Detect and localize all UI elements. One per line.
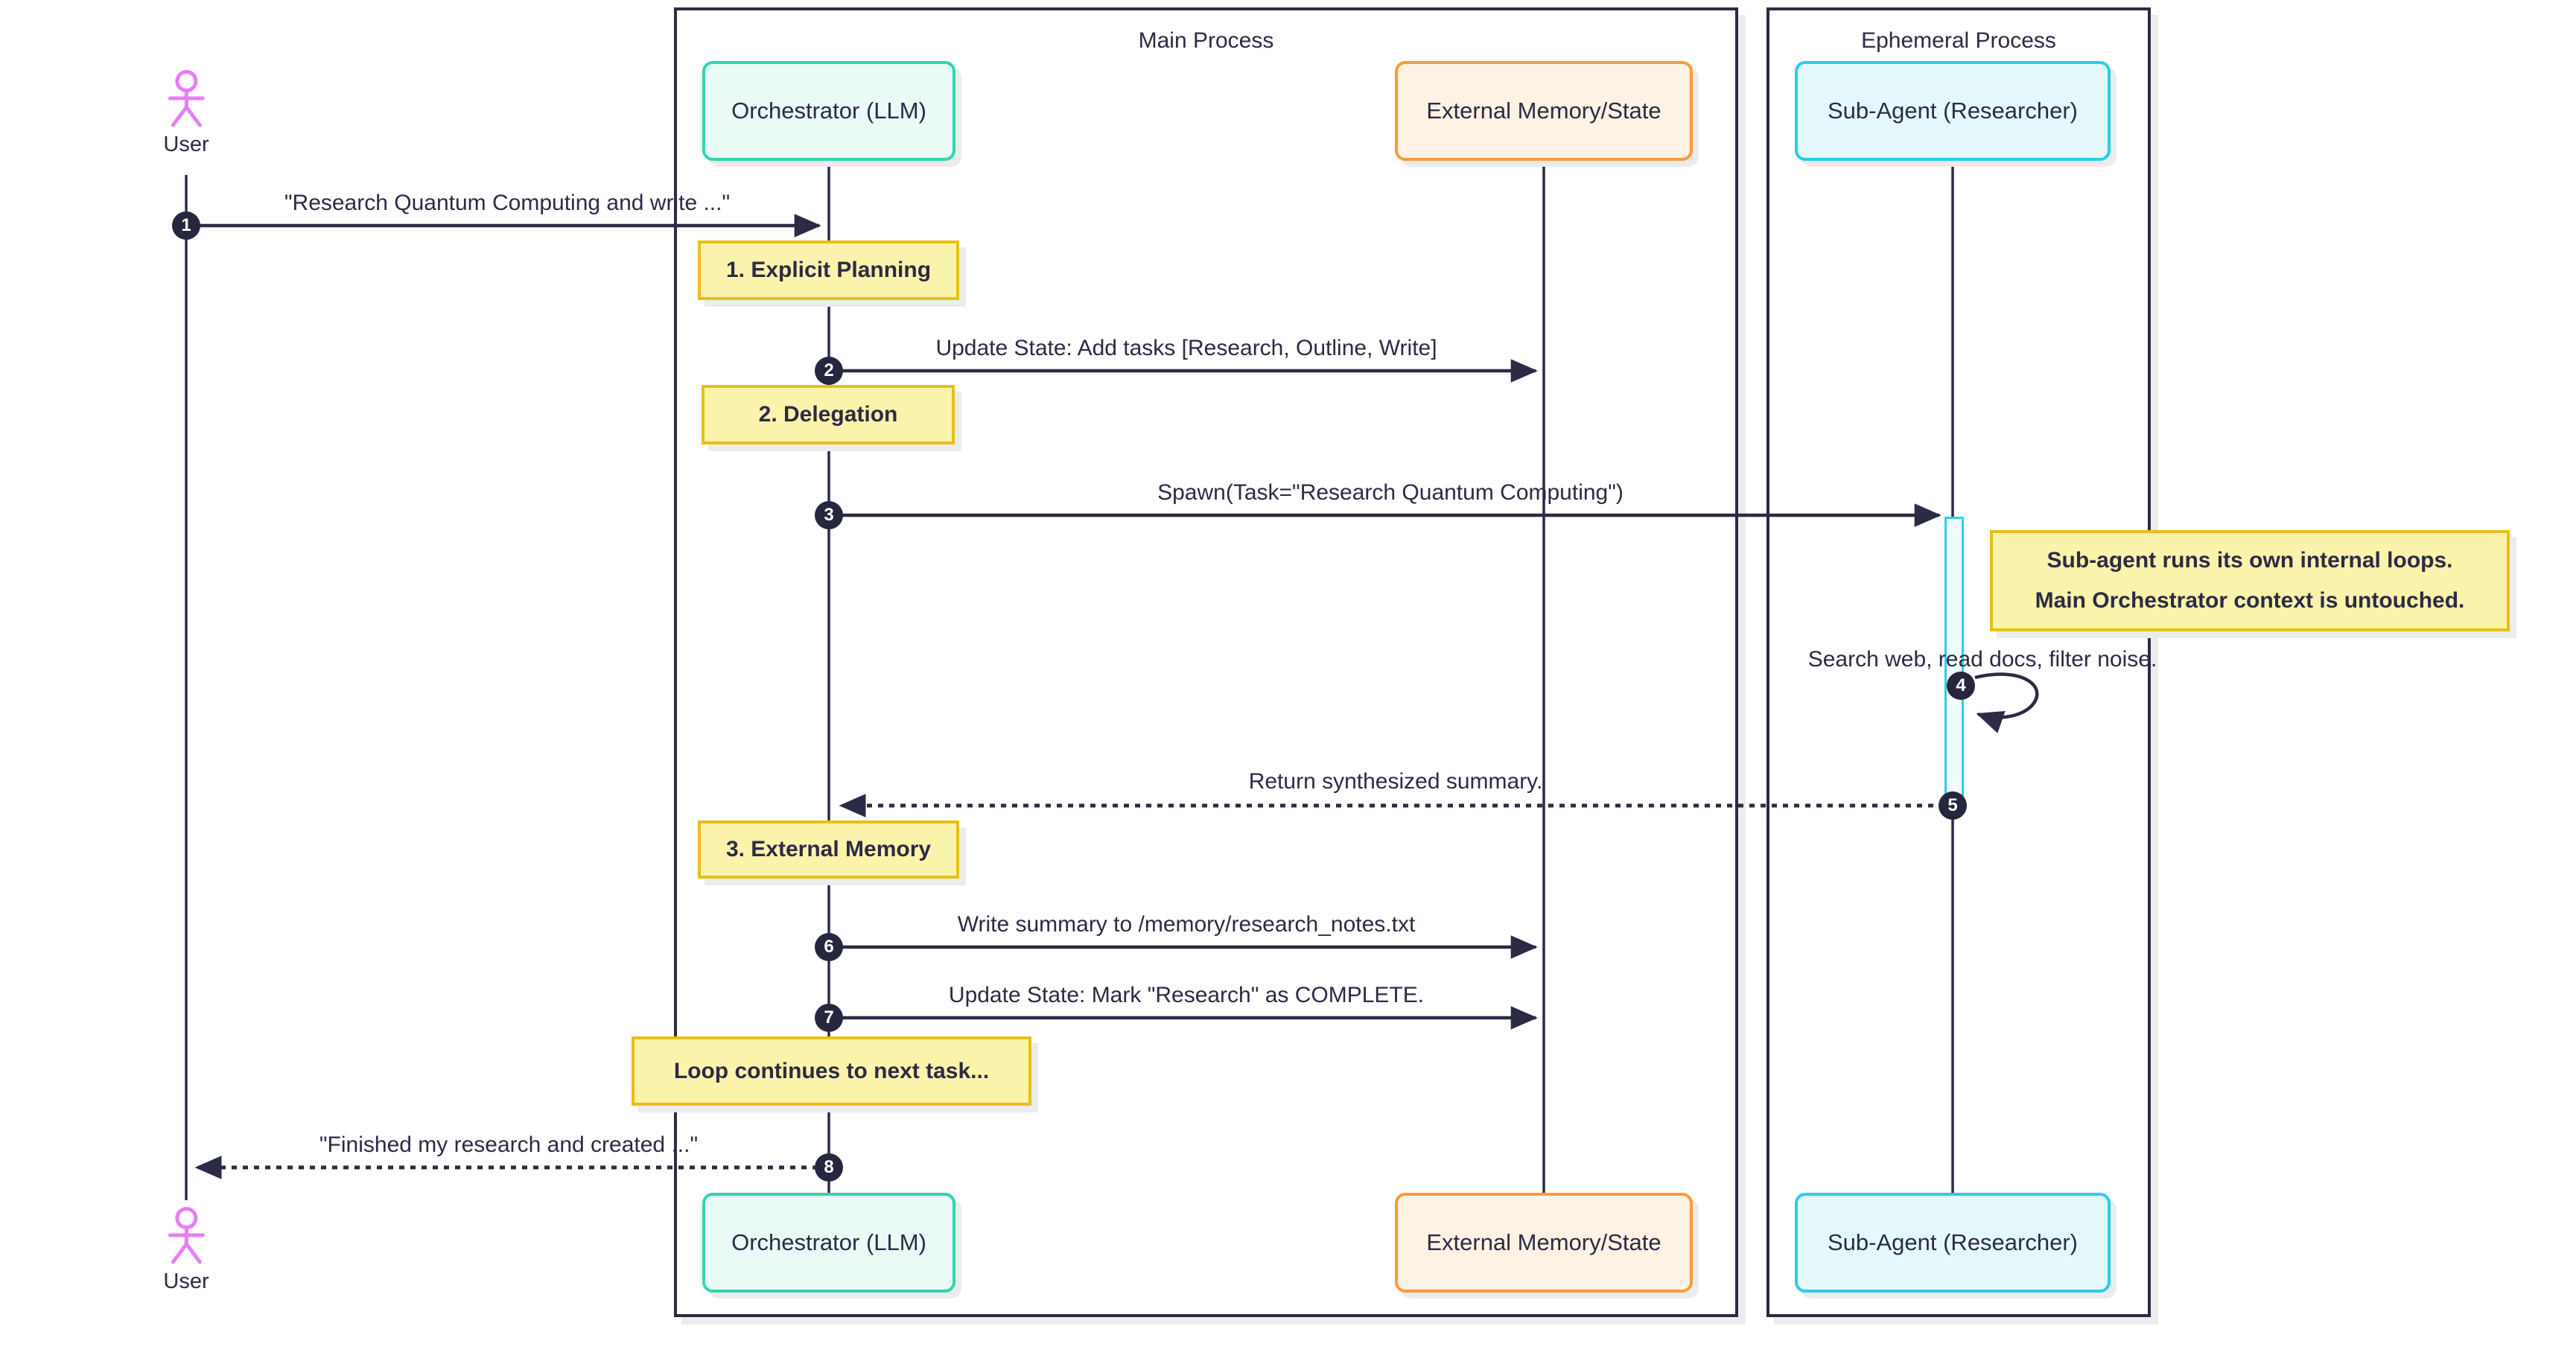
participant-label: External Memory/State bbox=[1426, 98, 1661, 124]
participant-subagent-top: Sub-Agent (Researcher) bbox=[1795, 61, 2111, 161]
note-delegation: 2. Delegation bbox=[702, 385, 955, 444]
message-6-label: Write summary to /memory/research_notes.… bbox=[957, 912, 1416, 937]
message-1-label: "Research Quantum Computing and write ..… bbox=[284, 191, 731, 215]
actor-user-top: User bbox=[163, 70, 209, 157]
seq-number-1: 1 bbox=[172, 211, 200, 240]
message-4-label: Search web, read docs, filter noise. bbox=[1807, 647, 2157, 672]
participant-label: Sub-Agent (Researcher) bbox=[1828, 1229, 2078, 1255]
ephemeral-process-title: Ephemeral Process bbox=[1861, 28, 2056, 53]
note-subagent-line1: Sub-agent runs its own internal loops. bbox=[2047, 548, 2453, 573]
main-process-frame: Main Process bbox=[674, 7, 1738, 1317]
participant-memory-bottom: External Memory/State bbox=[1395, 1193, 1693, 1293]
note-explicit-planning: 1. Explicit Planning bbox=[698, 240, 959, 300]
arrow-msg-4-self-loop bbox=[1974, 672, 2039, 733]
seq-number-3: 3 bbox=[815, 501, 843, 529]
ephemeral-process-frame: Ephemeral Process bbox=[1766, 7, 2151, 1317]
participant-subagent-bottom: Sub-Agent (Researcher) bbox=[1795, 1193, 2111, 1293]
actor-user-top-label: User bbox=[163, 133, 209, 156]
participant-label: Orchestrator (LLM) bbox=[731, 1229, 926, 1255]
message-7-label: Update State: Mark "Research" as COMPLET… bbox=[948, 983, 1425, 1007]
participant-orchestrator-top: Orchestrator (LLM) bbox=[702, 61, 955, 161]
actor-user-bottom: User bbox=[163, 1207, 209, 1294]
seq-number-5: 5 bbox=[1939, 791, 1967, 820]
main-process-title: Main Process bbox=[1138, 28, 1274, 53]
message-2-label: Update State: Add tasks [Research, Outli… bbox=[935, 336, 1437, 360]
message-3-label: Spawn(Task="Research Quantum Computing") bbox=[1157, 480, 1623, 505]
message-8-label: "Finished my research and created ..." bbox=[319, 1132, 699, 1157]
message-5-label: Return synthesized summary. bbox=[1248, 769, 1543, 794]
participant-label: Orchestrator (LLM) bbox=[731, 98, 926, 124]
seq-number-2: 2 bbox=[815, 357, 843, 385]
seq-number-7: 7 bbox=[815, 1004, 843, 1032]
note-loop-continues: Loop continues to next task... bbox=[632, 1036, 1031, 1106]
note-subagent-loops: Sub-agent runs its own internal loops. M… bbox=[1990, 530, 2510, 631]
participant-label: Sub-Agent (Researcher) bbox=[1828, 98, 2078, 124]
note-subagent-line2: Main Orchestrator context is untouched. bbox=[2035, 588, 2465, 613]
seq-number-6: 6 bbox=[815, 933, 843, 961]
participant-orchestrator-bottom: Orchestrator (LLM) bbox=[702, 1193, 955, 1293]
note-external-memory: 3. External Memory bbox=[698, 820, 959, 879]
seq-number-8: 8 bbox=[815, 1153, 843, 1182]
seq-number-4: 4 bbox=[1947, 672, 1975, 700]
participant-label: External Memory/State bbox=[1426, 1229, 1661, 1255]
participant-memory-top: External Memory/State bbox=[1395, 61, 1693, 161]
user-icon bbox=[168, 1207, 205, 1264]
user-icon bbox=[168, 70, 205, 127]
actor-user-bottom-label: User bbox=[163, 1269, 209, 1293]
